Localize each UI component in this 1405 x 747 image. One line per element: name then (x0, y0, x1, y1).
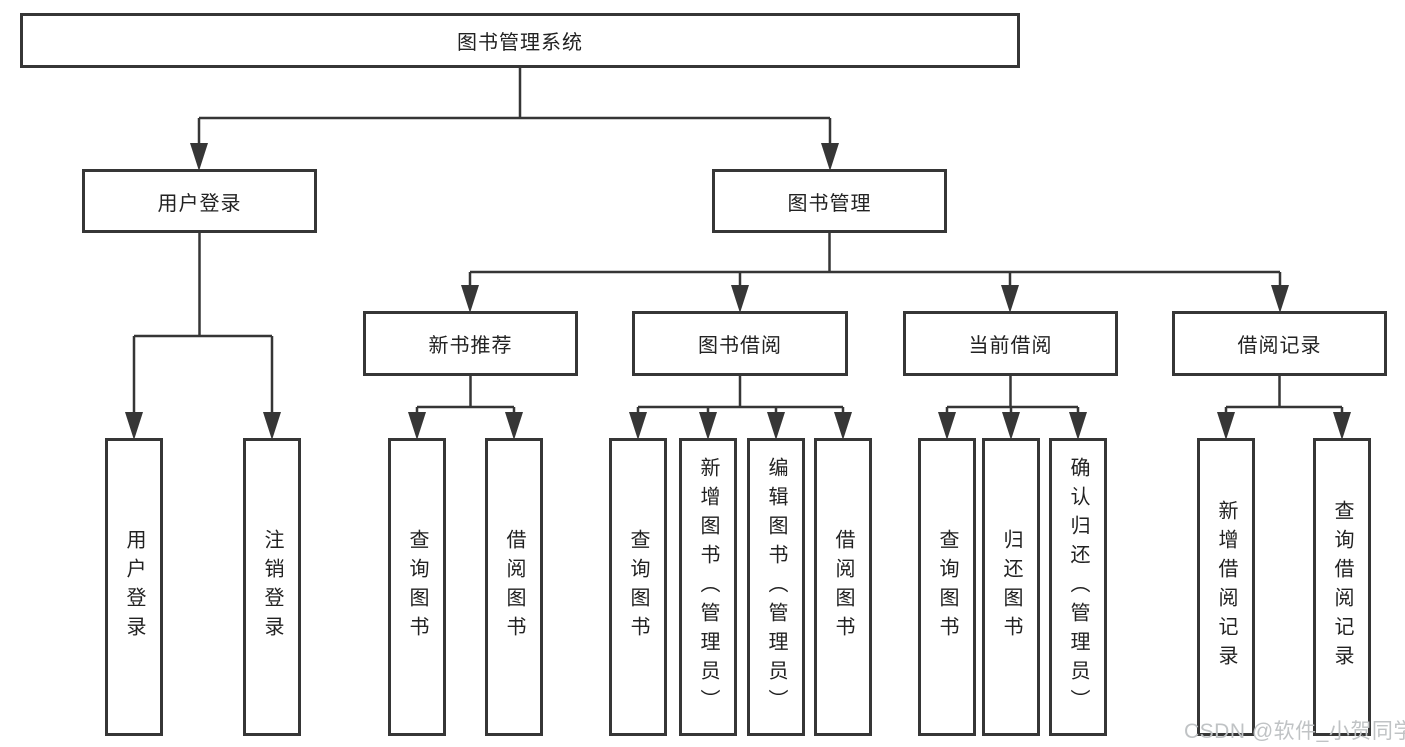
connector-borrow-records (1224, 376, 1344, 428)
leaf-query-books-borrow: 查询图书 (609, 438, 667, 736)
node-borrow-records: 借阅记录 (1172, 311, 1387, 376)
node-book-mgmt-label: 图书管理 (787, 192, 872, 215)
node-new-book-rec-label: 新书推荐 (428, 335, 513, 357)
arrowhead-icons (125, 143, 1351, 440)
leaf-user-login: 用户登录 (105, 438, 163, 736)
node-borrow-records-label: 借阅记录 (1237, 335, 1322, 357)
connector-book-mgmt (468, 233, 1282, 300)
node-root-label: 图书管理系统 (457, 32, 583, 54)
leaf-query-books-rec: 查询图书 (388, 438, 446, 736)
csdn-watermark: CSDN @软件_小贺同学 (1184, 720, 1405, 743)
leaf-borrow-books-rec: 借阅图书 (485, 438, 543, 736)
leaf-add-borrow-record: 新增借阅记录 (1197, 438, 1255, 736)
node-book-mgmt: 图书管理 (712, 169, 947, 233)
leaf-query-borrow-record: 查询借阅记录 (1313, 438, 1371, 736)
node-root: 图书管理系统 (20, 13, 1020, 68)
connector-root (197, 68, 832, 158)
node-book-borrow-label: 图书借阅 (698, 335, 782, 357)
connector-user-login (132, 233, 274, 428)
node-user-login: 用户登录 (82, 169, 317, 233)
leaf-confirm-return-admin: 确认归还（管理员） (1049, 438, 1107, 736)
leaf-query-books-current: 查询图书 (918, 438, 976, 736)
node-user-login-label: 用户登录 (157, 192, 242, 215)
node-current-borrow-label: 当前借阅 (968, 335, 1053, 357)
node-book-borrow: 图书借阅 (632, 311, 848, 376)
node-new-book-rec: 新书推荐 (363, 311, 578, 376)
node-current-borrow: 当前借阅 (903, 311, 1118, 376)
leaf-return-books: 归还图书 (982, 438, 1040, 736)
connector-new-book (415, 376, 516, 428)
leaf-logout: 注销登录 (243, 438, 301, 736)
leaf-borrow-books: 借阅图书 (814, 438, 872, 736)
leaf-add-books-admin: 新增图书（管理员） (679, 438, 737, 736)
connector-book-borrow (636, 376, 845, 428)
leaf-edit-books-admin: 编辑图书（管理员） (747, 438, 805, 736)
